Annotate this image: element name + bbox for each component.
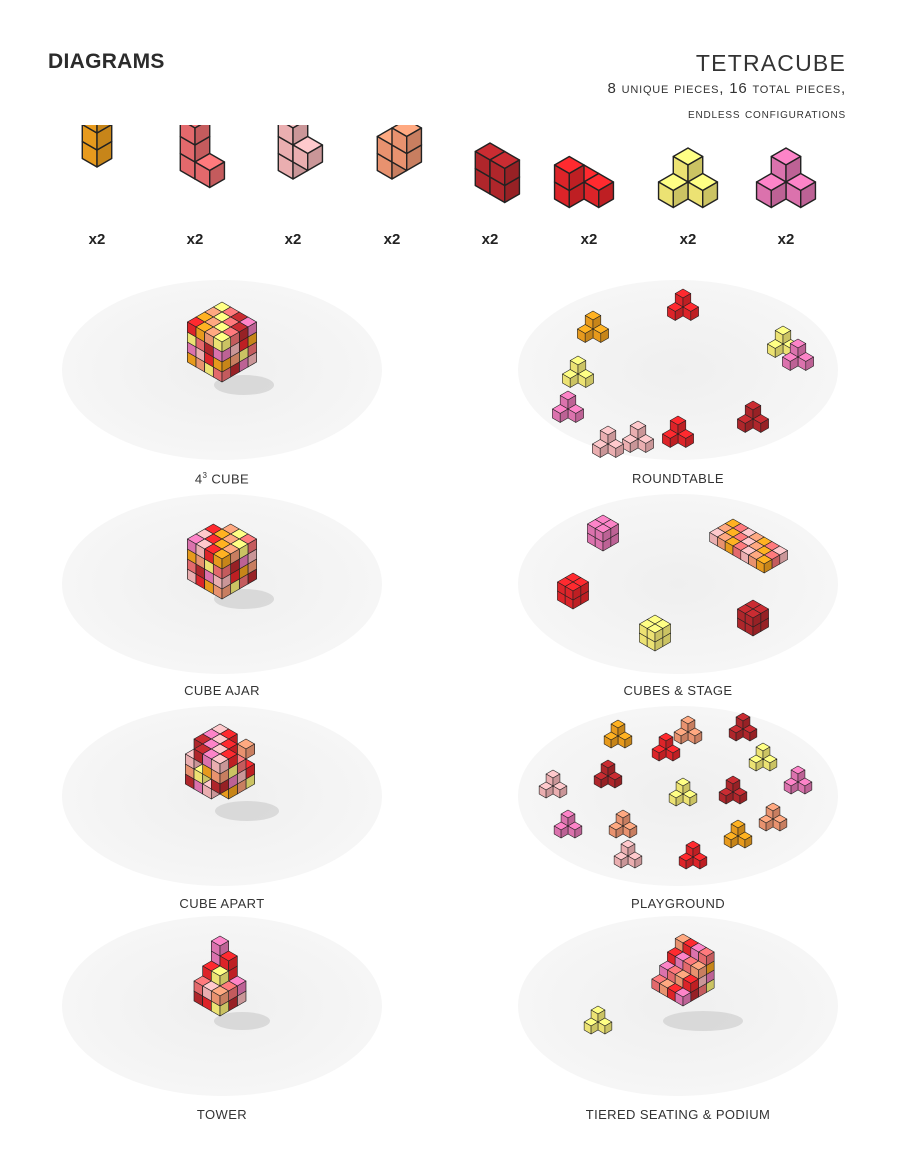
stage-slab [709, 518, 788, 574]
magenta-branch-tetracube-icon [741, 125, 831, 225]
small-cube [737, 599, 769, 637]
piece-count: x2 [481, 231, 499, 248]
scattered-piece [678, 840, 708, 870]
piece-count: x2 [777, 231, 795, 248]
dark-red-square-tetracube-icon [445, 125, 535, 225]
tiered-seating [651, 933, 715, 1007]
small-cube [639, 614, 671, 652]
config-caption-cube: 43 CUBE [194, 471, 250, 487]
config-caption-cubes-stage: CUBES & STAGE [623, 683, 733, 698]
config-panel-cube [52, 280, 392, 470]
config-caption-tiered-seating: TIERED SEATING & PODIUM [585, 1107, 771, 1122]
podium-piece [583, 1005, 613, 1035]
scattered-piece [723, 819, 753, 849]
ajar-cube [187, 523, 257, 600]
light-pink-L-tetracube-icon [248, 110, 338, 225]
scattered-piece [673, 715, 703, 745]
config-panel-roundtable [508, 280, 848, 470]
config-panel-tower [52, 916, 392, 1106]
scattered-piece [651, 732, 681, 762]
scattered-piece [758, 802, 788, 832]
config-panel-tiered-seating [508, 916, 848, 1106]
scattered-piece [613, 839, 643, 869]
yellow-twist-tetracube-icon [643, 125, 733, 225]
scattered-piece [662, 415, 694, 448]
red-twist-tetracube-icon [544, 125, 634, 225]
config-panel-playground [508, 706, 848, 896]
piece-count: x2 [284, 231, 302, 248]
scattered-piece [718, 775, 748, 805]
scattered-piece [667, 288, 699, 321]
peach-S-tetracube-icon [347, 118, 437, 225]
exploded-cube [185, 723, 255, 800]
scattered-piece [608, 809, 638, 839]
scattered-piece [737, 400, 769, 433]
piece-count: x2 [580, 231, 598, 248]
scattered-piece [592, 425, 624, 458]
scattered-piece [782, 338, 814, 371]
scattered-piece [728, 712, 758, 742]
config-caption-playground: PLAYGROUND [630, 896, 726, 911]
scattered-piece [538, 769, 568, 799]
salmon-L-tetracube-icon [150, 110, 240, 225]
config-caption-roundtable: ROUNDTABLE [632, 471, 724, 486]
subtitle-line-1: 8 unique pieces, 16 total pieces, [607, 80, 846, 97]
config-panel-cubes-stage [508, 494, 848, 684]
small-cube [557, 572, 589, 610]
piece-count: x2 [383, 231, 401, 248]
scattered-piece [577, 310, 609, 343]
config-caption-tower: TOWER [196, 1107, 248, 1122]
scattered-piece [668, 777, 698, 807]
subtitle-line-2: endless configurations [688, 105, 846, 121]
scattered-piece [552, 390, 584, 423]
scattered-piece [622, 420, 654, 453]
tower [193, 935, 247, 1017]
scattered-piece [562, 355, 594, 388]
scattered-piece [748, 742, 778, 772]
config-caption-cube-apart: CUBE APART [179, 896, 265, 911]
scattered-piece [553, 809, 583, 839]
piece-count: x2 [679, 231, 697, 248]
piece-count: x2 [186, 231, 204, 248]
config-panel-cube-apart [52, 706, 392, 896]
section-title: DIAGRAMS [48, 50, 165, 73]
platform-disc [62, 706, 382, 886]
orange-I-tetracube-icon [52, 81, 142, 225]
scattered-piece [603, 719, 633, 749]
scattered-piece [593, 759, 623, 789]
assembled-cube [187, 301, 257, 383]
product-title: TETRACUBE [695, 50, 846, 76]
platform-disc [518, 916, 838, 1096]
piece-count: x2 [88, 231, 106, 248]
config-caption-cube-ajar: CUBE AJAR [184, 683, 260, 698]
small-cube [587, 514, 619, 552]
config-panel-cube-ajar [52, 494, 392, 684]
scattered-piece [783, 765, 813, 795]
